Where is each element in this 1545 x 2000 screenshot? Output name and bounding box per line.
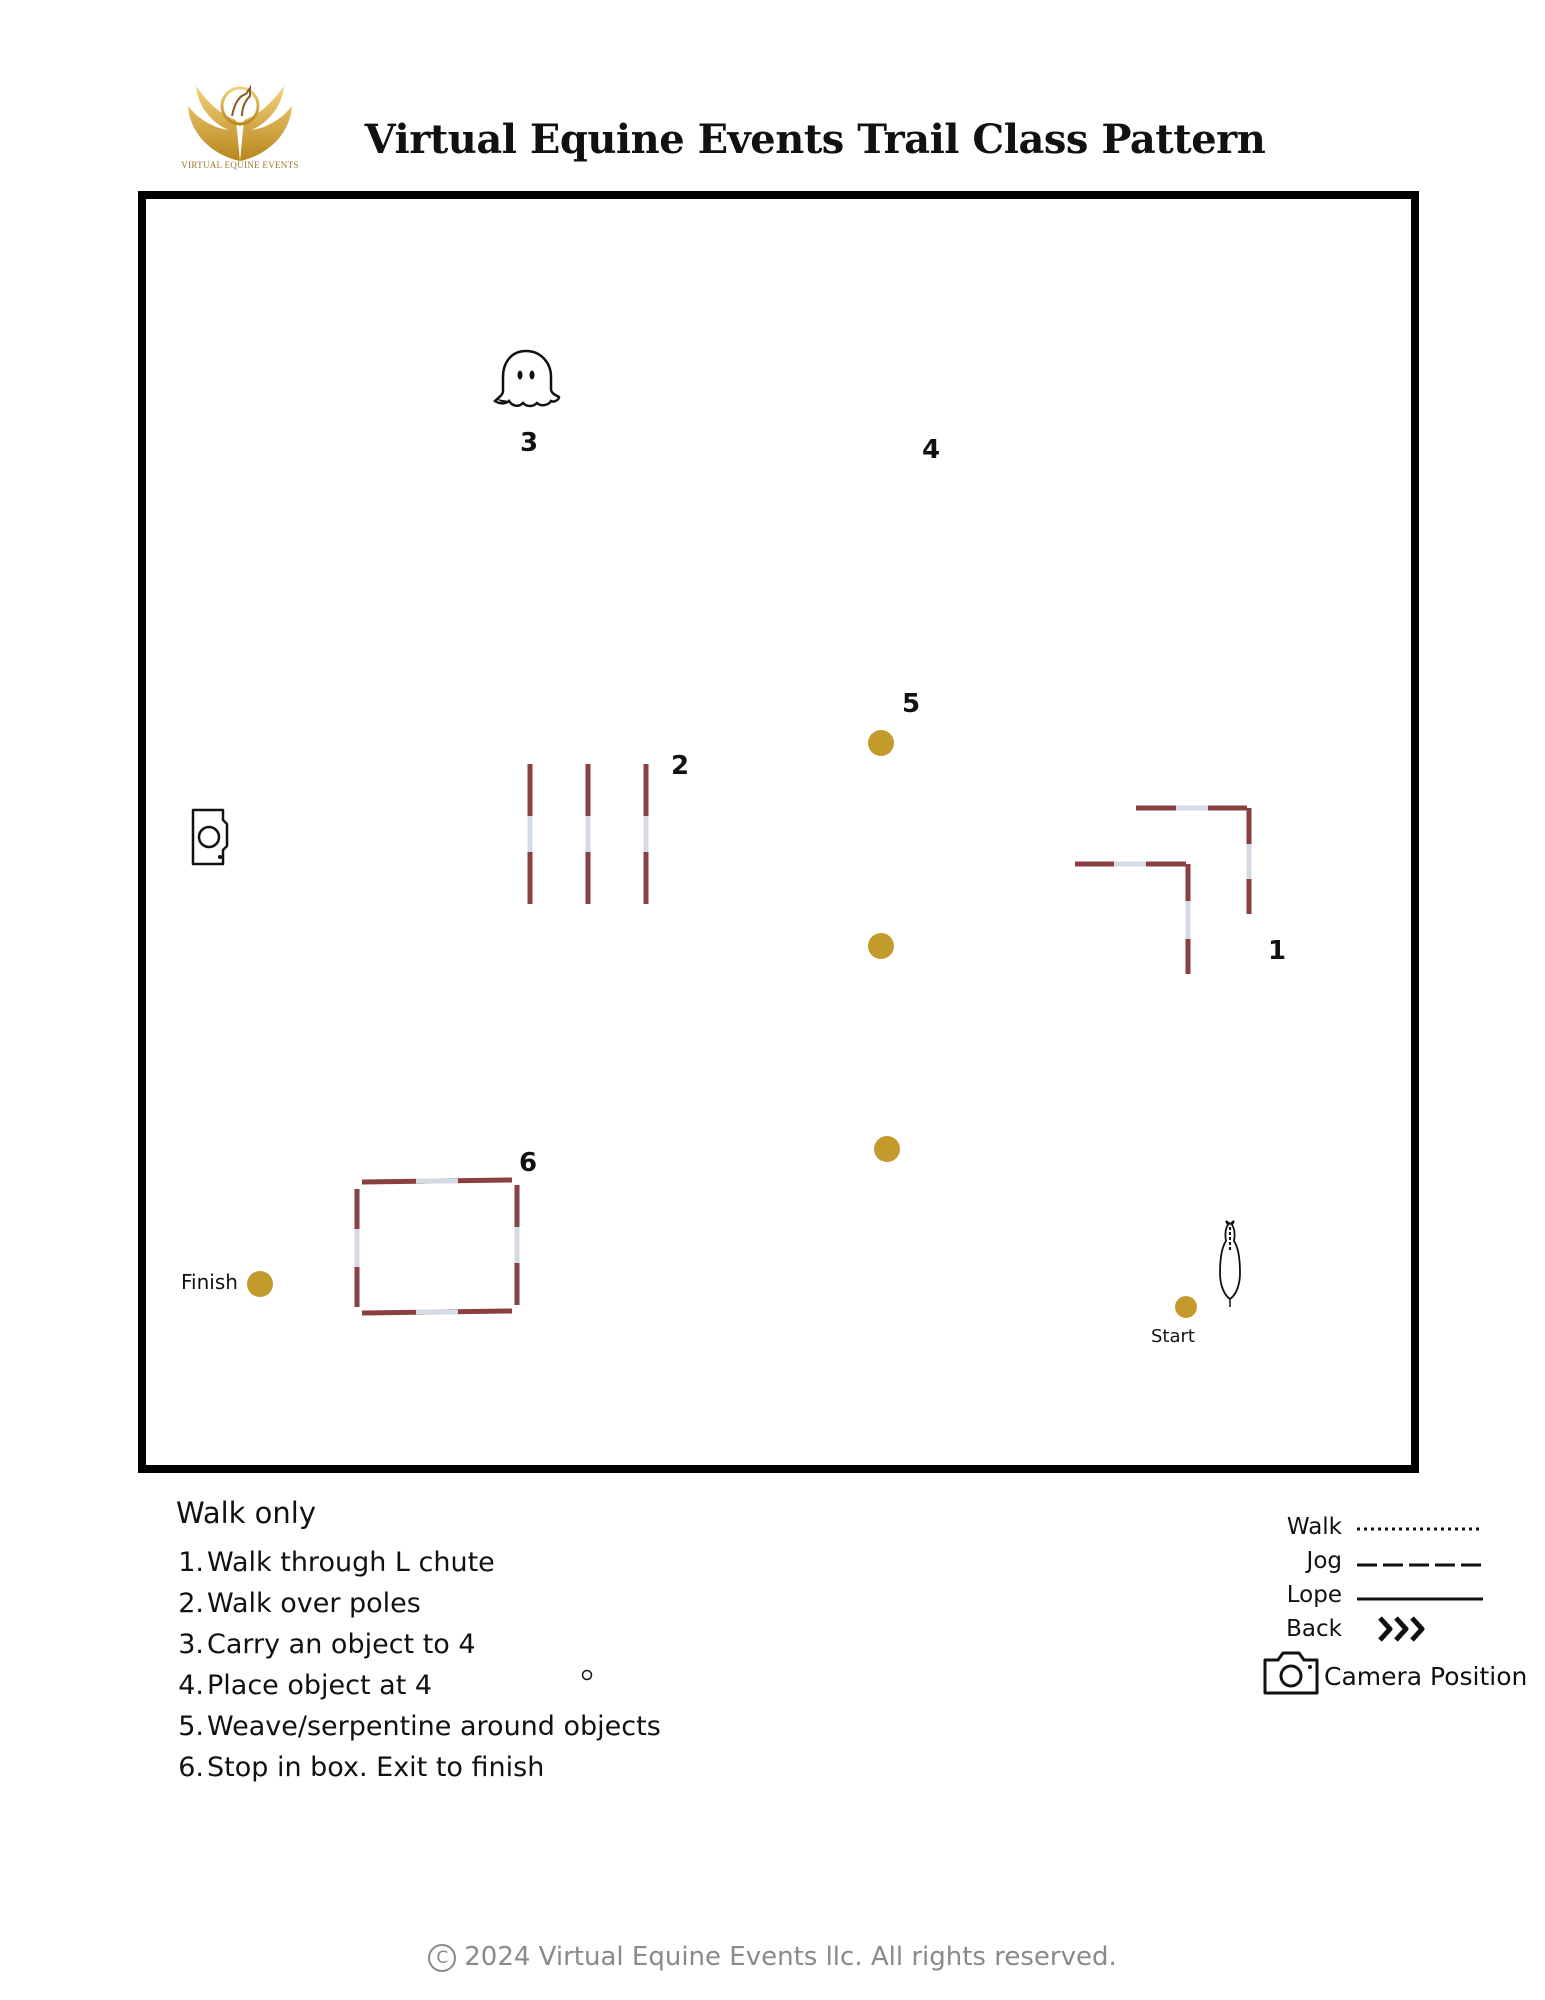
step-item: 1.Walk through L chute xyxy=(176,1542,661,1583)
legend: Walk Jog Lope Back Camera Position xyxy=(1260,1500,1540,1700)
step-number: 1. xyxy=(178,1547,204,1578)
finish-marker xyxy=(247,1271,273,1297)
legend-lope-label: Lope xyxy=(1286,1582,1342,1608)
step-number: 5. xyxy=(178,1711,204,1742)
step-number: 2. xyxy=(178,1588,204,1619)
step-item: 4.Place object at 4 xyxy=(176,1665,661,1706)
obstacle-number-1: 1 xyxy=(1268,936,1287,966)
obstacle-number-5: 5 xyxy=(902,689,921,719)
obstacle-number-6: 6 xyxy=(519,1148,538,1178)
legend-jog-label: Jog xyxy=(1306,1548,1342,1574)
obstacle-number-4: 4 xyxy=(922,435,941,465)
lope-line-icon xyxy=(1357,1597,1483,1601)
step-number: 4. xyxy=(178,1670,204,1701)
copyright-text: 2024 Virtual Equine Events llc. All righ… xyxy=(464,1942,1117,1972)
step-text: Walk over poles xyxy=(207,1588,421,1619)
obstacle-number-2: 2 xyxy=(671,751,690,781)
legend-walk-label: Walk xyxy=(1286,1514,1342,1540)
page-title: Virtual Equine Events Trail Class Patter… xyxy=(364,116,1266,163)
logo xyxy=(180,66,300,176)
gait-heading: Walk only xyxy=(176,1496,317,1530)
weave-marker xyxy=(874,1136,900,1162)
copyright-icon: C xyxy=(428,1943,457,1972)
finish-label: Finish xyxy=(181,1270,238,1294)
pole xyxy=(361,1308,513,1316)
step-number: 3. xyxy=(178,1629,204,1660)
step-item: 3.Carry an object to 4 xyxy=(176,1624,661,1665)
small-circle-mark xyxy=(581,1669,593,1681)
logo-text: VIRTUAL EQUINE EVENTS xyxy=(181,160,299,170)
step-text: Walk through L chute xyxy=(207,1547,495,1578)
step-text: Carry an object to 4 xyxy=(207,1629,476,1660)
step-text: Weave/serpentine around objects xyxy=(207,1711,661,1742)
step-text: Stop in box. Exit to finish xyxy=(207,1752,545,1783)
horse-icon xyxy=(1219,1220,1241,1307)
step-item: 2.Walk over poles xyxy=(176,1583,661,1624)
ghost-icon xyxy=(493,349,561,408)
weave-marker xyxy=(868,933,894,959)
instructions: Walk only 1.Walk through L chute 2.Walk … xyxy=(176,1496,661,1788)
obstacle-number-3: 3 xyxy=(520,428,539,458)
step-item: 6.Stop in box. Exit to finish xyxy=(176,1747,661,1788)
camera-position-icon xyxy=(191,808,229,866)
legend-back-label: Back xyxy=(1286,1616,1342,1642)
poles-obstacle xyxy=(527,764,649,904)
walk-line-icon xyxy=(1357,1527,1483,1531)
back-chevrons-icon xyxy=(1378,1616,1425,1642)
arena: 3 4 5 2 1 6 Finish Start xyxy=(138,191,1419,1473)
start-marker xyxy=(1175,1296,1197,1318)
step-item: 5.Weave/serpentine around objects xyxy=(176,1706,661,1747)
l-chute-obstacle xyxy=(1075,805,1252,974)
weave-marker xyxy=(868,730,894,756)
camera-icon xyxy=(1263,1651,1319,1695)
legend-camera-label: Camera Position xyxy=(1324,1662,1528,1691)
pole xyxy=(361,1177,513,1185)
start-label: Start xyxy=(1151,1326,1195,1347)
box-obstacle xyxy=(354,1177,520,1316)
jog-line-icon xyxy=(1357,1563,1483,1567)
step-text: Place object at 4 xyxy=(207,1670,433,1701)
step-number: 6. xyxy=(178,1752,204,1783)
